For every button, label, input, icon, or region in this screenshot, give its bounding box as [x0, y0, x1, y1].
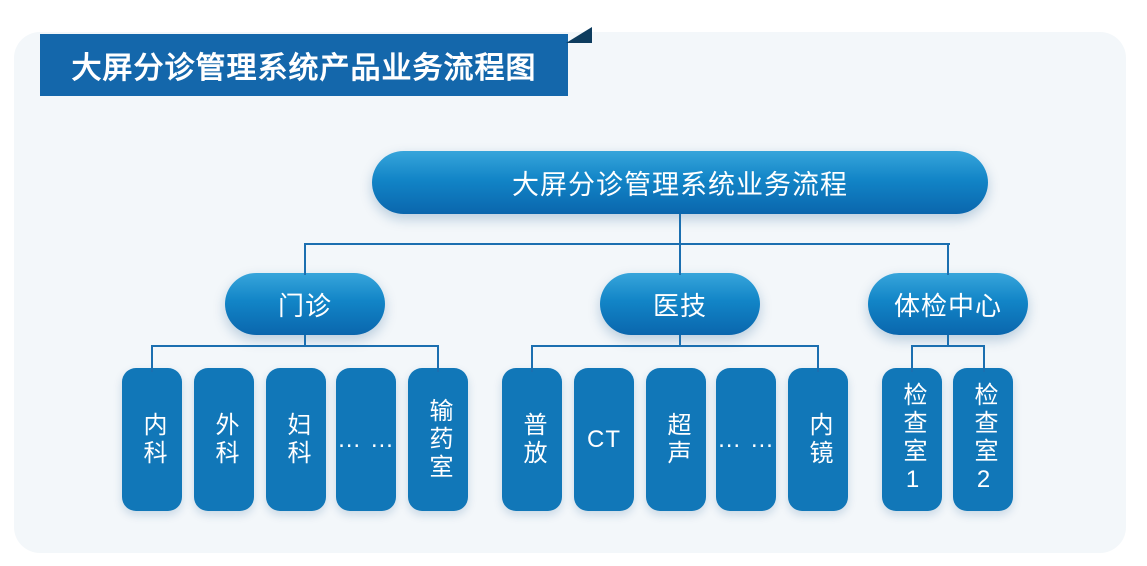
- connector-line: [679, 214, 681, 245]
- leaf-node-medical-tech-4: 内镜: [788, 368, 848, 511]
- leaf-node-label: 检查室1: [899, 382, 926, 497]
- leaf-node-label: … …: [717, 425, 775, 453]
- connector-line: [531, 345, 819, 347]
- connector-line: [679, 335, 681, 347]
- leaf-node-outpatient-0: 内科: [122, 368, 182, 511]
- branch-label: 医技: [652, 290, 707, 321]
- leaf-node-label: 普放: [519, 411, 546, 468]
- connector-line: [437, 345, 439, 372]
- connector-line: [531, 345, 533, 372]
- leaf-node-label: 内镜: [805, 411, 832, 468]
- leaf-node-label: 外科: [211, 411, 238, 468]
- leaf-node-label: 超声: [663, 411, 690, 468]
- connector-line: [911, 345, 985, 347]
- connector-line: [304, 335, 306, 347]
- leaf-node-label: 输药室: [425, 397, 452, 482]
- branch-label: 门诊: [277, 290, 332, 321]
- branch-node-physical-exam-center: 体检中心: [868, 273, 1028, 335]
- branch-node-outpatient: 门诊: [225, 273, 385, 335]
- connector-line: [983, 345, 985, 372]
- branch-label: 体检中心: [893, 290, 1002, 321]
- leaf-node-physical-exam-center-0: 检查室1: [882, 368, 942, 511]
- connector-line: [947, 335, 949, 347]
- leaf-node-outpatient-3: … …: [336, 368, 396, 511]
- leaf-node-outpatient-4: 输药室: [408, 368, 468, 511]
- leaf-node-medical-tech-0: 普放: [502, 368, 562, 511]
- connector-line: [304, 243, 306, 275]
- root-node: 大屏分诊管理系统业务流程: [372, 151, 988, 214]
- leaf-node-label: 妇科: [283, 411, 310, 468]
- leaf-node-medical-tech-3: … …: [716, 368, 776, 511]
- title-banner: 大屏分诊管理系统产品业务流程图: [40, 34, 568, 96]
- leaf-node-label: 内科: [139, 411, 166, 468]
- connector-line: [151, 345, 153, 372]
- connector-line: [911, 345, 913, 372]
- leaf-node-medical-tech-1: CT: [574, 368, 634, 511]
- leaf-node-label: … …: [337, 425, 395, 453]
- leaf-node-physical-exam-center-1: 检查室2: [953, 368, 1013, 511]
- connector-line: [679, 243, 681, 275]
- root-node-label: 大屏分诊管理系统业务流程: [512, 170, 848, 200]
- connector-line: [947, 243, 949, 275]
- leaf-node-label: CT: [587, 425, 621, 453]
- leaf-node-outpatient-2: 妇科: [266, 368, 326, 511]
- connector-line: [151, 345, 439, 347]
- branch-node-medical-tech: 医技: [600, 273, 760, 335]
- leaf-node-outpatient-1: 外科: [194, 368, 254, 511]
- connector-line: [817, 345, 819, 372]
- connector-line: [304, 243, 950, 245]
- leaf-node-medical-tech-2: 超声: [646, 368, 706, 511]
- page-title: 大屏分诊管理系统产品业务流程图: [71, 52, 537, 85]
- leaf-node-label: 检查室2: [970, 382, 997, 497]
